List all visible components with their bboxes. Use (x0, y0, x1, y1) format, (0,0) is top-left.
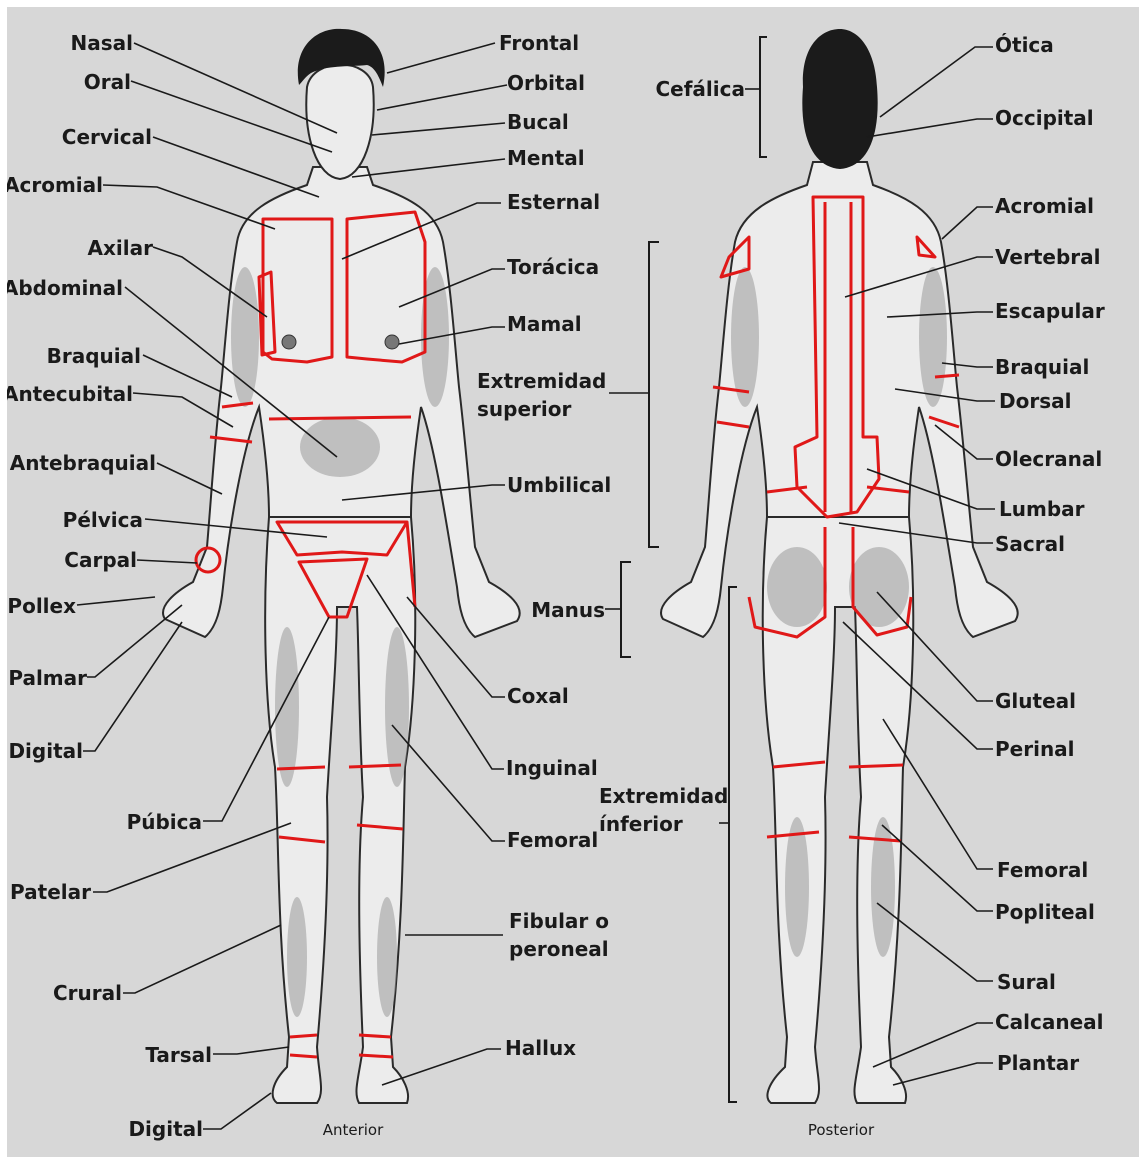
caption-anterior: Anterior (323, 1121, 384, 1139)
anterior-right-labels: Frontal Orbital Bucal Mental Esternal To… (499, 31, 611, 1060)
label-esternal: Esternal (507, 190, 600, 214)
label-carpal: Carpal (64, 548, 137, 572)
posterior-figure (661, 29, 1018, 1103)
label-extremidad-inferior-line1: Extremidad (599, 784, 728, 808)
label-pelvica: Pélvica (63, 508, 143, 532)
label-frontal: Frontal (499, 31, 579, 55)
label-plantar: Plantar (997, 1051, 1079, 1075)
label-acromial-posterior: Acromial (995, 194, 1094, 218)
label-sural: Sural (997, 970, 1056, 994)
label-umbilical: Umbilical (507, 473, 611, 497)
label-inguinal: Inguinal (506, 756, 598, 780)
label-popliteal: Popliteal (995, 900, 1095, 924)
label-fibular-line1: Fibular o (509, 909, 609, 933)
label-dorsal: Dorsal (999, 389, 1071, 413)
label-braquial-posterior: Braquial (995, 355, 1089, 379)
label-perinal: Perinal (995, 737, 1075, 761)
label-digital-hand: Digital (8, 739, 83, 763)
label-cefalica: Cefálica (655, 77, 745, 101)
anterior-left-labels: Nasal Oral Cervical Acromial Axilar Abdo… (7, 31, 212, 1141)
label-calcaneal: Calcaneal (995, 1010, 1104, 1034)
label-braquial: Braquial (47, 344, 141, 368)
label-crural: Crural (53, 981, 122, 1005)
label-tarsal: Tarsal (145, 1043, 212, 1067)
label-otica: Ótica (995, 33, 1054, 57)
label-occipital: Occipital (995, 106, 1094, 130)
label-coxal: Coxal (507, 684, 569, 708)
label-extremidad-inferior-line2: ínferior (599, 812, 683, 836)
label-cervical: Cervical (62, 125, 152, 149)
label-abdominal: Abdominal (7, 276, 123, 300)
caption-posterior: Posterior (808, 1121, 875, 1139)
label-femoral-posterior: Femoral (997, 858, 1088, 882)
label-escapular: Escapular (995, 299, 1105, 323)
posterior-right-labels: Ótica Occipital Acromial Vertebral Escap… (995, 33, 1105, 1075)
label-mental: Mental (507, 146, 585, 170)
label-toracica: Torácica (507, 255, 599, 279)
label-antecubital: Antecubital (7, 382, 133, 406)
label-olecranal: Olecranal (995, 447, 1102, 471)
label-gluteal: Gluteal (995, 689, 1076, 713)
label-vertebral: Vertebral (995, 245, 1100, 269)
label-antebraquial: Antebraquial (10, 451, 156, 475)
label-orbital: Orbital (507, 71, 585, 95)
label-bucal: Bucal (507, 110, 569, 134)
label-mamal: Mamal (507, 312, 582, 336)
label-hallux: Hallux (505, 1036, 576, 1060)
label-palmar: Palmar (8, 666, 87, 690)
label-axilar: Axilar (88, 236, 154, 260)
label-femoral-anterior: Femoral (507, 828, 598, 852)
label-manus: Manus (531, 598, 605, 622)
label-acromial: Acromial (7, 173, 103, 197)
label-publica: Púbica (127, 810, 202, 834)
anatomy-figure: Nasal Oral Cervical Acromial Axilar Abdo… (7, 7, 1139, 1157)
label-nasal: Nasal (71, 31, 134, 55)
label-digital-foot: Digital (128, 1117, 203, 1141)
label-extremidad-superior-line1: Extremidad (477, 369, 606, 393)
label-lumbar: Lumbar (999, 497, 1085, 521)
label-sacral: Sacral (995, 532, 1065, 556)
label-extremidad-superior-line2: superior (477, 397, 571, 421)
label-pollex: Pollex (7, 594, 76, 618)
label-patelar: Patelar (10, 880, 91, 904)
anterior-figure (163, 29, 520, 1103)
label-oral: Oral (84, 70, 131, 94)
anatomy-diagram: Nasal Oral Cervical Acromial Axilar Abdo… (7, 7, 1139, 1157)
label-fibular-line2: peroneal (509, 937, 609, 961)
